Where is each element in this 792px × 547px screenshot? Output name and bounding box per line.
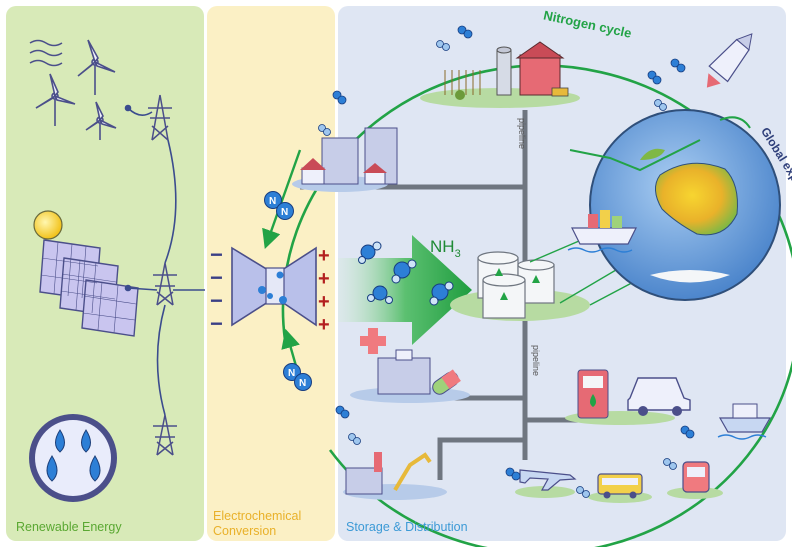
svg-text:N: N (288, 368, 295, 379)
electrolyzer-icon (231, 246, 317, 327)
svg-text:+: + (318, 291, 330, 313)
storage-distribution-label: Storage & Distribution (346, 520, 468, 534)
bus-icon (588, 473, 652, 503)
pipeline-label-top: pipeline (517, 118, 527, 149)
factory-icon (343, 452, 447, 500)
solar-panel-icon (39, 239, 139, 337)
ship-icon (717, 403, 772, 440)
svg-text:+: + (318, 268, 330, 290)
train-icon (667, 461, 723, 499)
space-shuttle-icon (706, 33, 753, 88)
fuel-pump-icon (565, 369, 675, 425)
nitrogen-cycle-label: Nitrogen cycle (542, 7, 633, 40)
positive-electrode: + + + + (318, 245, 330, 336)
svg-text:−: − (210, 288, 223, 313)
negative-electrode: − − − − (210, 242, 223, 336)
pill-icon (432, 369, 461, 395)
svg-text:+: + (318, 245, 330, 267)
ammonia-label: NH3 (430, 237, 461, 260)
svg-text:−: − (210, 265, 223, 290)
cargo-ship-icon (567, 210, 637, 253)
hospital-icon (350, 328, 470, 403)
nitrogen-molecule-icon: N N (283, 363, 312, 391)
ammonia-flow-arrow: NH3 (338, 235, 472, 345)
nitrogen-molecule-icon: N N (264, 191, 294, 220)
svg-text:N: N (269, 196, 276, 207)
ammonia-molecules (358, 241, 454, 306)
cycle-arrow-in (262, 149, 302, 250)
wind-icon (29, 39, 63, 67)
city-buildings-icon (292, 127, 398, 192)
svg-text:N: N (299, 378, 306, 389)
svg-text:−: − (210, 242, 223, 267)
car-icon (627, 377, 691, 416)
globe-icon: Global export (569, 109, 792, 301)
svg-text:−: − (210, 311, 223, 336)
airplane-icon (515, 469, 577, 498)
wind-turbine-icon (35, 39, 117, 140)
cycle-molecules (318, 25, 695, 498)
power-lines (124, 104, 205, 416)
svg-text:+: + (318, 314, 330, 336)
sun-icon (33, 210, 63, 240)
svg-text:N: N (281, 207, 288, 218)
farm-icon (420, 41, 580, 108)
electrochemical-conversion-label: Electrochemical Conversion (213, 509, 302, 538)
transmission-tower-icon (148, 94, 177, 456)
storage-tank-icon (450, 251, 590, 321)
hydro-wheel-icon (29, 414, 117, 502)
renewable-energy-label: Renewable Energy (16, 520, 122, 534)
pipeline-label-bottom: pipeline (531, 345, 541, 376)
